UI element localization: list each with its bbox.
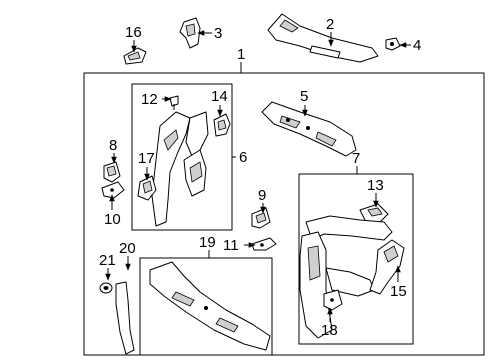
part-4-clip — [385, 37, 401, 51]
callout-19: 19 — [199, 234, 216, 251]
callout-21: 21 — [99, 252, 116, 269]
part-14-bracket — [213, 113, 231, 137]
callout-2: 2 — [326, 16, 334, 33]
part-15-brace — [369, 239, 405, 295]
part-11-clip — [251, 237, 277, 251]
sub-assembly-7-box — [298, 173, 414, 345]
callout-3: 3 — [214, 25, 222, 42]
callout-4: 4 — [413, 37, 421, 54]
part-19-lower-member — [149, 261, 271, 351]
part-3-bracket — [179, 17, 201, 49]
part-10-bracket — [101, 181, 125, 199]
main-assembly-box — [83, 72, 485, 356]
part-17-brace — [137, 175, 157, 201]
part-21-grommet — [99, 282, 113, 294]
callout-6: 6 — [239, 149, 247, 166]
callout-14: 14 — [211, 88, 228, 105]
callout-1: 1 — [237, 46, 245, 63]
callout-12: 12 — [141, 91, 158, 108]
callout-18: 18 — [321, 322, 338, 339]
callout-11: 11 — [223, 237, 239, 254]
callout-17: 17 — [138, 150, 155, 167]
callout-20: 20 — [119, 240, 136, 257]
callout-13: 13 — [367, 177, 384, 194]
part-6-side-member — [151, 111, 209, 227]
callout-5: 5 — [300, 88, 308, 105]
part-9-bracket — [251, 207, 271, 229]
callout-10: 10 — [104, 211, 121, 228]
sub-assembly-19-box — [139, 257, 273, 356]
part-12-bolt — [169, 95, 179, 110]
callout-8: 8 — [109, 137, 117, 154]
part-18-bracket — [323, 289, 343, 311]
part-5-upper-member — [261, 101, 357, 157]
callout-16: 16 — [125, 24, 142, 41]
part-7-side-support — [299, 215, 393, 339]
part-8-bracket — [103, 161, 121, 183]
part-20-side-rail — [115, 281, 135, 355]
part-2-upper-cover — [267, 13, 379, 63]
part-13-bracket — [359, 203, 389, 223]
callout-9: 9 — [258, 187, 266, 204]
callout-15: 15 — [390, 283, 407, 300]
part-16-bracket — [123, 47, 147, 65]
callout-7: 7 — [352, 150, 360, 167]
